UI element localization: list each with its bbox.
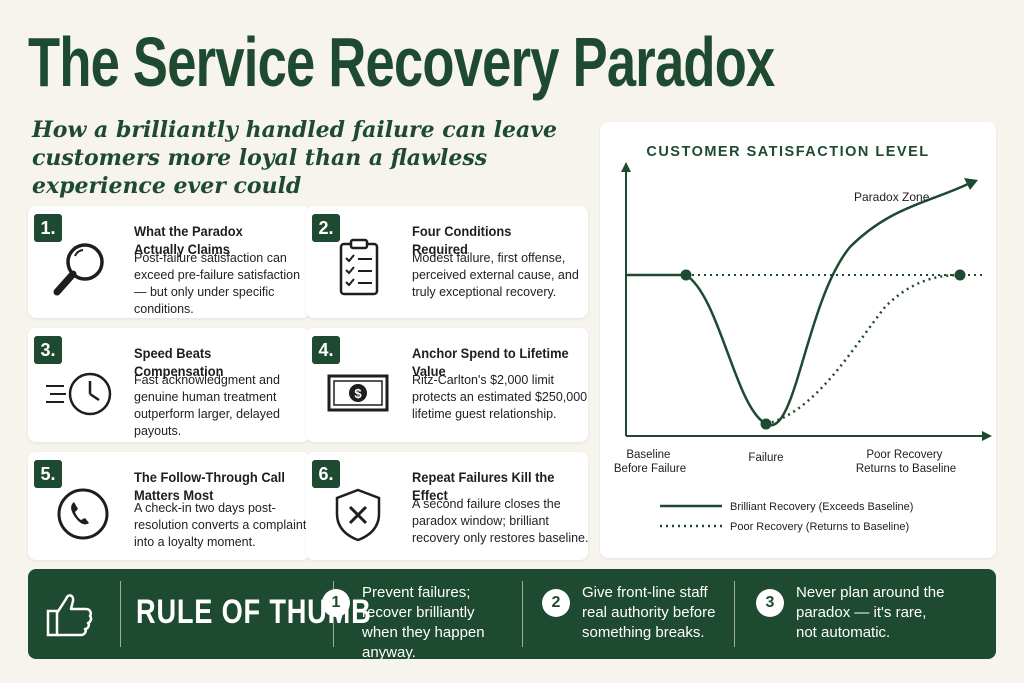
shield-x-icon (318, 480, 398, 550)
legend-label-poor: Poor Recovery (Returns to Baseline) (730, 521, 909, 533)
tip-text: Prevent failures; recover brilliantly wh… (362, 584, 485, 661)
marker-baseline (680, 269, 692, 281)
card-title: Speed Beats Compensation (134, 345, 224, 379)
card-body: Ritz-Carlton's $2,000 limit protects an … (412, 373, 588, 421)
card-four-conditions: 2. Four Conditions Required Modest failu… (306, 206, 588, 318)
x-label-failure: Failure (748, 452, 783, 464)
card-lifetime-value: 4. $ Anchor Spend to Lifetime Value Ritz… (306, 328, 588, 442)
card-title: Repeat Failures Kill the Effect (412, 469, 555, 503)
card-speed-compensation: 3. Speed Beats Compensation Fast acknowl… (28, 328, 310, 442)
x-label-baseline-line2: Before Failure (614, 463, 686, 475)
card-repeat-failures: 6. Repeat Failures Kill the Effect A sec… (306, 452, 588, 560)
tip-text: Never plan around the paradox — it's rar… (796, 584, 945, 641)
rule-of-thumb-banner: RULE OF THUMB 1 Prevent failures; recove… (28, 569, 996, 661)
card-title: What the Paradox Actually Claims (134, 223, 243, 257)
card-number: 1. (34, 214, 62, 242)
magnifier-icon (40, 234, 120, 304)
banner-divider (120, 581, 121, 647)
tip-text: Give front-line staff real authority bef… (582, 584, 716, 641)
x-label-failure-line1: Failure (748, 452, 783, 464)
card-body: A second failure closes the paradox wind… (412, 497, 589, 545)
card-follow-through: 5. The Follow-Through Call Matters Most … (28, 452, 310, 560)
banner-divider (522, 581, 523, 647)
card-number: 2. (312, 214, 340, 242)
satisfaction-chart: CUSTOMER SATISFACTION LEVEL Paradox Zone… (614, 144, 992, 533)
series-poor-recovery-line (765, 273, 961, 426)
thumbs-up-icon (42, 587, 96, 641)
tip-number: 3 (756, 589, 784, 617)
svg-text:$: $ (354, 386, 362, 401)
series-brilliant-recovery-line (685, 182, 969, 427)
marker-poor-recovery (954, 269, 966, 281)
card-body: A check-in two days post-resolution conv… (134, 501, 307, 549)
tip-number: 2 (542, 589, 570, 617)
clipboard-checklist-icon (318, 234, 398, 304)
card-number: 4. (312, 336, 340, 364)
card-number: 6. (312, 460, 340, 488)
marker-failure (760, 418, 772, 430)
card-number: 5. (34, 460, 62, 488)
annotation-paradox-zone: Paradox Zone (854, 190, 930, 204)
card-number: 3. (34, 336, 62, 364)
fast-clock-icon (40, 356, 120, 426)
card-body: Fast acknowledgment and genuine human tr… (134, 373, 280, 438)
chart-title: CUSTOMER SATISFACTION LEVEL (646, 144, 929, 160)
card-title: Four Conditions Required (412, 223, 512, 257)
x-axis-arrow (982, 431, 992, 441)
x-label-poor-recovery-line1: Poor Recovery (866, 449, 942, 461)
card-body: Post-failure satisfaction can exceed pre… (134, 251, 301, 316)
x-label-baseline-line1: Baseline (626, 449, 670, 461)
banner-divider (734, 581, 735, 647)
card-paradox-claims: 1. What the Paradox Actually Claims Post… (28, 206, 310, 318)
tip-number: 1 (322, 589, 350, 617)
card-title: The Follow-Through Call Matters Most (134, 469, 285, 503)
cash-icon: $ (318, 356, 398, 426)
x-label-baseline: Baseline Before Failure (614, 449, 686, 475)
brilliant-recovery-arrow (964, 178, 978, 190)
card-body: Modest failure, first offense, perceived… (412, 251, 579, 299)
card-title: Anchor Spend to Lifetime Value (412, 345, 569, 379)
page-subtitle: How a brilliantly handled failure can le… (32, 117, 557, 199)
page-title: The Service Recovery Paradox (28, 23, 775, 101)
x-label-poor-recovery-line2: Returns to Baseline (856, 463, 956, 475)
x-label-poor-recovery: Poor Recovery Returns to Baseline (856, 449, 956, 475)
y-axis-arrow (621, 162, 631, 172)
satisfaction-chart-panel: CUSTOMER SATISFACTION LEVEL Paradox Zone… (600, 122, 996, 558)
legend-label-brilliant: Brilliant Recovery (Exceeds Baseline) (730, 501, 913, 513)
phone-icon (40, 480, 120, 550)
